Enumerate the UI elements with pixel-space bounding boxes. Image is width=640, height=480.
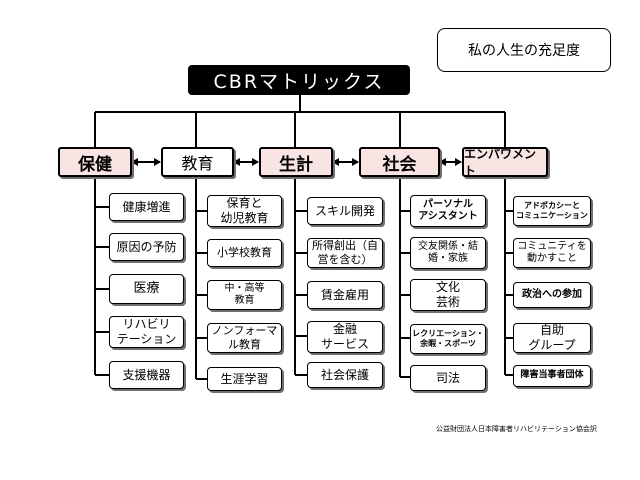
item-recreation-sports: レクリエーション・ 余暇・スポーツ (410, 324, 486, 354)
item-medical-care: 医療 (109, 274, 184, 304)
category-label: エンパワメント (464, 147, 537, 178)
category-label: 生計 (279, 154, 313, 175)
item-non-formal: ノンフォーマ ル教育 (207, 323, 282, 353)
item-personal-assistance: パーソナル アシスタント (410, 195, 486, 227)
matrix-header-label: CBRマトリックス (213, 70, 385, 93)
item-dpo: 障害当事者団体 (513, 365, 591, 387)
item-culture-arts: 文化 芸術 (410, 279, 486, 311)
item-community-mobilization: コミュニティを 動かすこと (513, 238, 591, 268)
item-self-employment: 所得創出（自 営を含む） (307, 238, 383, 268)
category-social: 社会 (359, 147, 440, 177)
item-self-help-groups: 自助 グループ (513, 323, 591, 353)
matrix-header: CBRマトリックス (188, 65, 410, 95)
category-label: 教育 (181, 154, 214, 173)
item-advocacy-communication: アドボカシーと コミュニケーション (513, 196, 591, 226)
item-assistive-devices: 支援機器 (109, 361, 184, 389)
item-wage-employment: 賃金雇用 (307, 281, 383, 309)
item-health-promotion: 健康増進 (109, 193, 184, 221)
category-empowerment: エンパワメント (462, 147, 548, 178)
item-lifelong-learning: 生涯学習 (207, 367, 282, 391)
item-relationships-family: 交友関係・結 婚・家族 (410, 237, 486, 269)
item-financial-services: 金融 サービス (307, 321, 383, 353)
item-secondary-higher: 中・高等 教育 (207, 280, 282, 310)
category-livelihood: 生計 (259, 147, 333, 177)
chart-title-box: 私の人生の充足度 (437, 28, 611, 72)
category-label: 保健 (78, 154, 112, 175)
credit-note: 公益財団法人日本障害者リハビリテーション協会訳 (436, 425, 597, 433)
category-label: 社会 (382, 154, 417, 175)
item-rehabilitation: リハビリ テーション (109, 316, 184, 348)
item-justice: 司法 (410, 365, 486, 391)
item-social-protection: 社会保護 (307, 362, 383, 388)
item-early-childhood: 保育と 幼児教育 (207, 195, 282, 227)
item-political-participation: 政治への参加 (513, 282, 591, 308)
category-education: 教育 (161, 147, 234, 177)
item-primary-education: 小学校教育 (207, 239, 282, 267)
item-skills-development: スキル開発 (307, 197, 383, 225)
category-health: 保健 (58, 147, 132, 177)
chart-title: 私の人生の充足度 (468, 43, 580, 59)
item-prevention: 原因の予防 (109, 233, 184, 261)
